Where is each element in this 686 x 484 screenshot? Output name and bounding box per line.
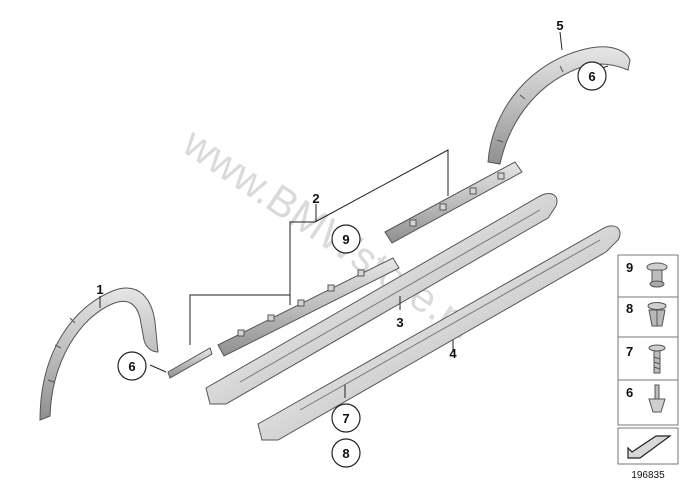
svg-text:7: 7 xyxy=(342,411,349,426)
callout-6-front: 6 xyxy=(117,351,147,381)
side-sill-lower xyxy=(257,225,621,441)
callout-9: 9 xyxy=(331,224,361,254)
callout-5: 5 xyxy=(556,18,563,33)
legend-item-9: 9 xyxy=(626,260,668,288)
callout-3: 3 xyxy=(396,315,403,330)
svg-text:6: 6 xyxy=(128,359,135,374)
callout-8: 8 xyxy=(331,438,361,468)
svg-text:2: 2 xyxy=(312,191,319,206)
legend-item-6: 6 xyxy=(626,384,666,413)
clip-stud-icon xyxy=(648,384,666,413)
svg-text:8: 8 xyxy=(342,446,349,461)
svg-text:1: 1 xyxy=(96,282,103,297)
callout-6-rear: 6 xyxy=(577,61,607,91)
svg-text:4: 4 xyxy=(449,346,457,361)
callout-4: 4 xyxy=(449,346,457,361)
svg-text:8: 8 xyxy=(626,301,633,316)
svg-text:9: 9 xyxy=(626,260,633,275)
side-sill-upper xyxy=(205,193,558,405)
svg-text:6: 6 xyxy=(626,385,633,400)
svg-text:5: 5 xyxy=(556,18,563,33)
svg-text:9: 9 xyxy=(342,232,349,247)
callout-7: 7 xyxy=(331,403,361,433)
screw-stud-icon xyxy=(648,344,666,374)
watermark-text: www.BMWstore.pl xyxy=(174,118,484,348)
wheel-arch-trim-rear xyxy=(487,46,631,165)
callout-2: 2 xyxy=(312,191,319,206)
svg-text:6: 6 xyxy=(588,69,595,84)
callout-1: 1 xyxy=(96,282,103,297)
svg-text:7: 7 xyxy=(626,344,633,359)
svg-text:3: 3 xyxy=(396,315,403,330)
legend-item-8: 8 xyxy=(626,301,667,327)
mounting-bracket-rail xyxy=(167,161,523,379)
fastener-legend: 9 8 7 6 xyxy=(617,254,679,426)
wheel-arch-trim-front xyxy=(39,287,159,421)
expanding-clip-icon xyxy=(647,302,667,327)
rivet-clip-icon xyxy=(646,262,668,288)
legend-item-7: 7 xyxy=(626,344,666,374)
direction-arrow-box xyxy=(617,427,679,465)
reference-number: 196835 xyxy=(631,470,665,481)
direction-arrow-icon xyxy=(627,435,672,459)
